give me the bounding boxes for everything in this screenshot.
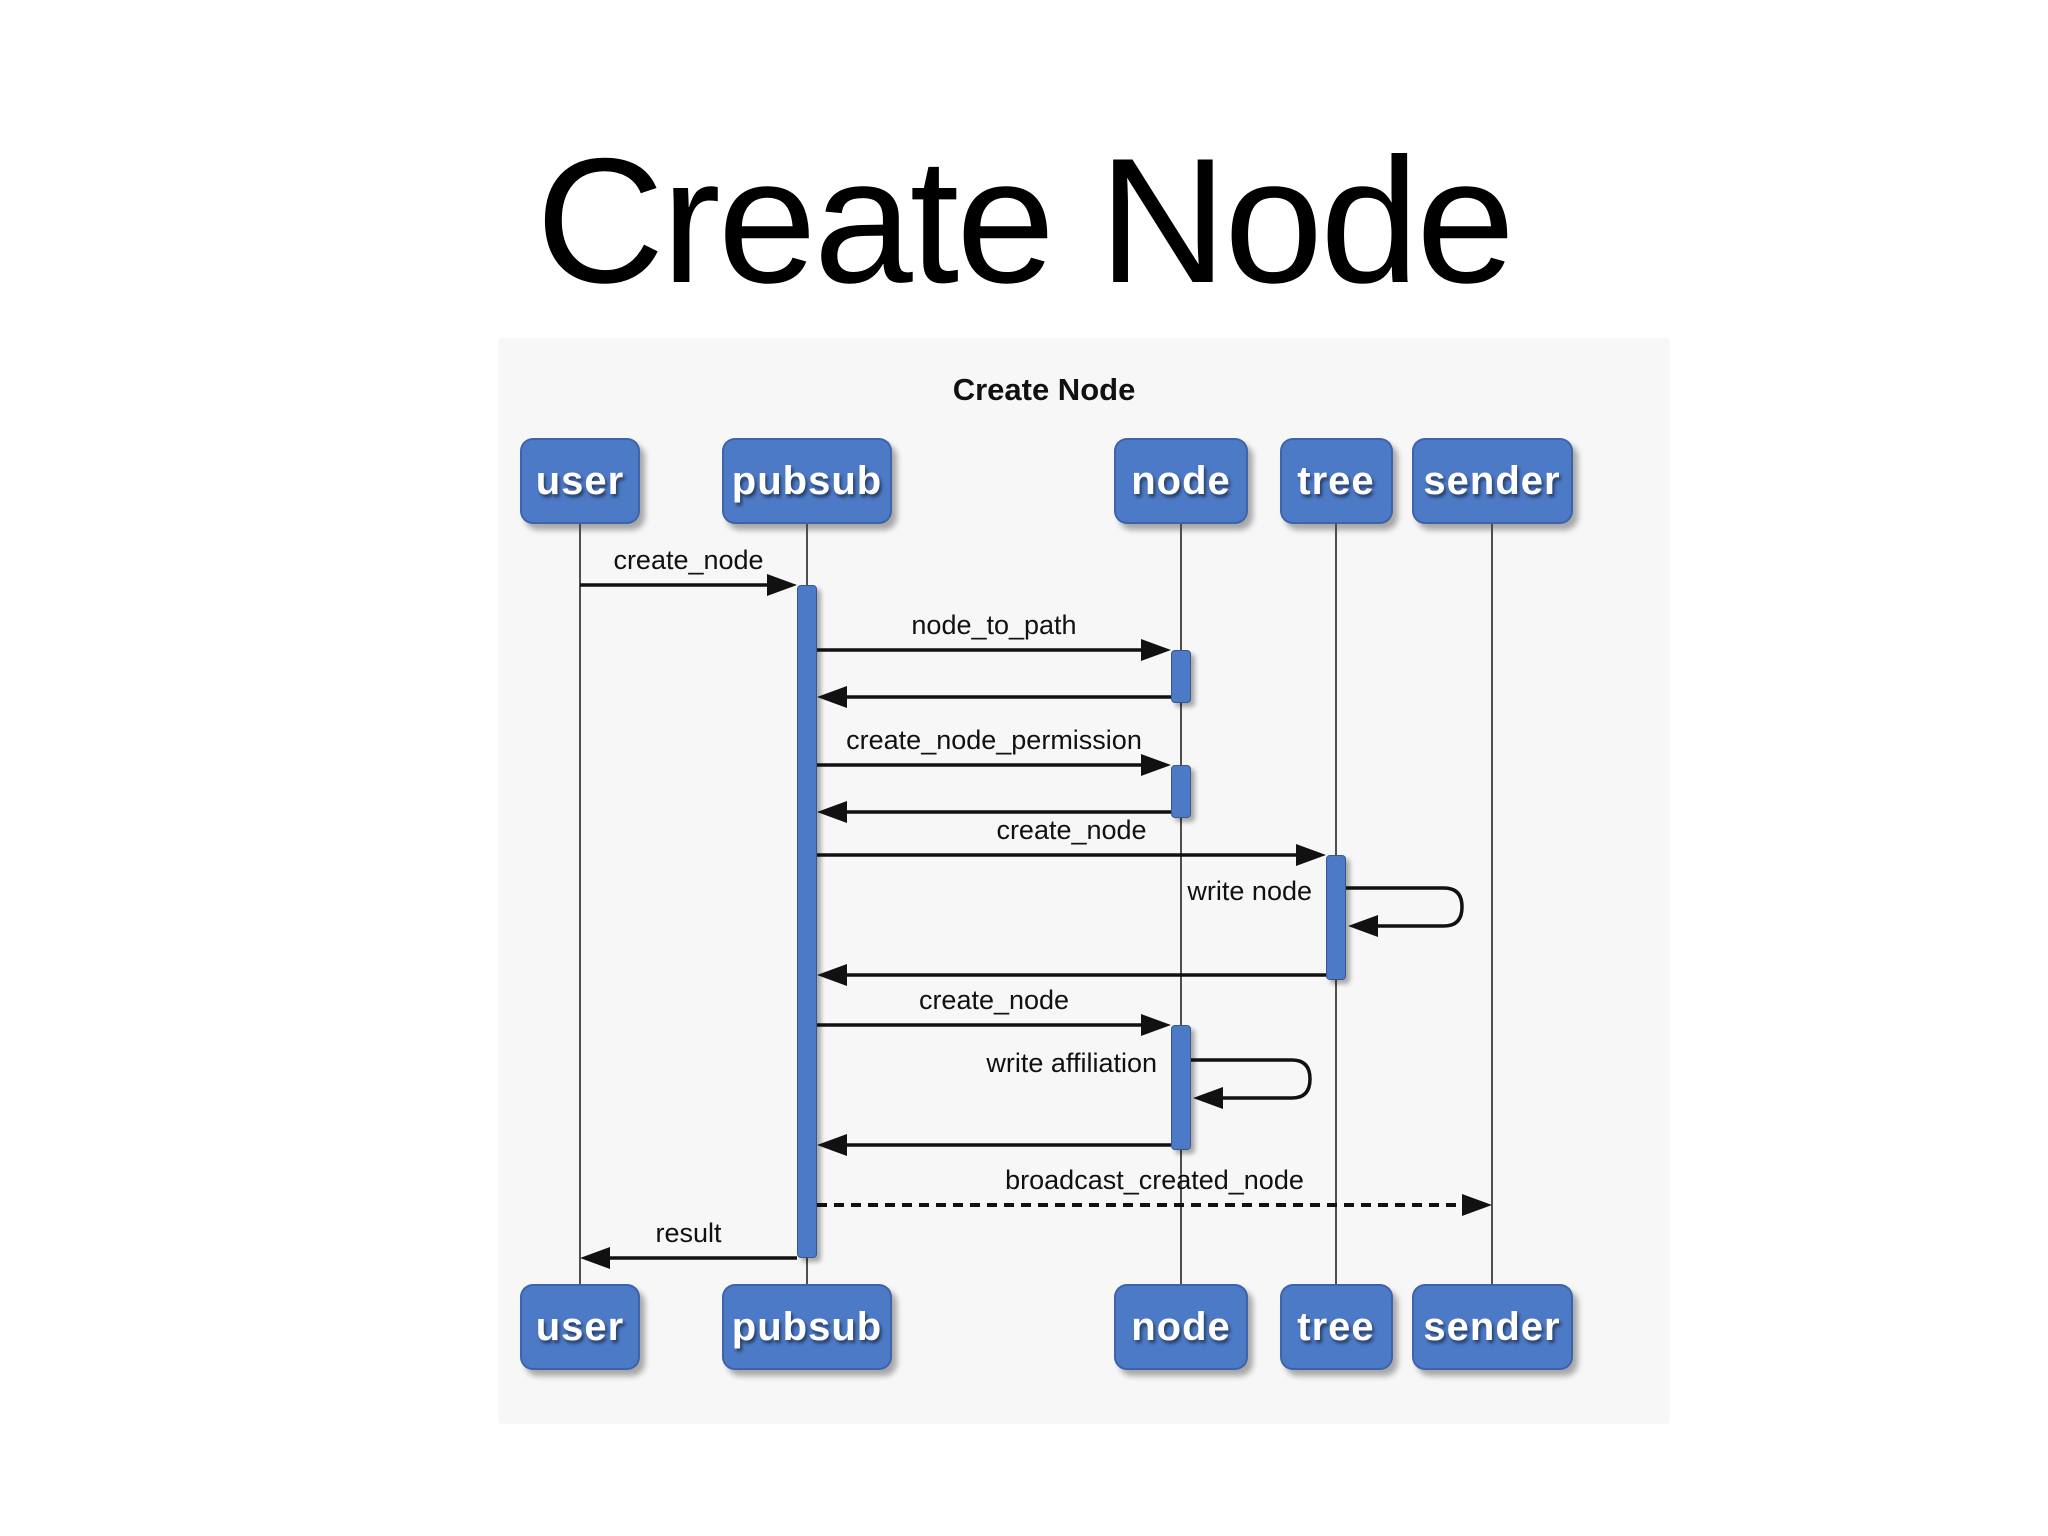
diagram-title: Create Node [952, 372, 1136, 407]
arrowhead-10 [580, 1247, 610, 1269]
self-loop-arrowhead-tree [1348, 915, 1378, 937]
actor-label-tree-bottom: tree [1297, 1304, 1375, 1349]
arrowhead-2 [817, 686, 847, 708]
actor-box-pubsub-top: pubsub [722, 438, 892, 524]
self-loop-tree [1346, 886, 1464, 928]
actor-box-user-top: user [520, 438, 640, 524]
self-loop-label-node: write affiliation [986, 1048, 1157, 1078]
arrowhead-9 [1462, 1194, 1492, 1216]
activation-pubsub-0 [797, 585, 817, 1258]
actor-box-sender-bottom: sender [1411, 1284, 1573, 1370]
actor-box-pubsub-bottom: pubsub [722, 1284, 892, 1370]
actor-label-node-bottom: node [1131, 1304, 1231, 1349]
actor-box-user-bottom: user [520, 1284, 640, 1370]
actor-label-user-bottom: user [535, 1304, 625, 1349]
actor-label-node-top: node [1131, 458, 1231, 503]
arrowhead-1 [1141, 639, 1171, 661]
message-label-5: create_node [996, 815, 1147, 845]
message-label-1: node_to_path [911, 610, 1077, 640]
actor-box-tree-bottom: tree [1279, 1284, 1393, 1370]
self-loop-node [1191, 1058, 1312, 1100]
activation-node-2 [1171, 765, 1191, 818]
arrowhead-6 [817, 964, 847, 986]
arrowhead-7 [1141, 1014, 1171, 1036]
actor-box-tree-top: tree [1279, 438, 1393, 524]
self-loop-label-tree: write node [1187, 876, 1312, 906]
actor-box-node-bottom: node [1114, 1284, 1248, 1370]
message-label-3: create_node_permission [846, 725, 1142, 755]
actor-label-pubsub-bottom: pubsub [731, 1304, 883, 1349]
arrowhead-8 [817, 1134, 847, 1156]
activation-node-1 [1171, 650, 1191, 703]
actor-label-pubsub-top: pubsub [731, 458, 883, 503]
page-title: Create Node [535, 121, 1515, 320]
actor-label-tree-top: tree [1297, 458, 1375, 503]
message-label-9: broadcast_created_node [1005, 1165, 1304, 1195]
actor-label-sender-top: sender [1423, 458, 1561, 503]
message-label-10: result [655, 1218, 722, 1248]
activation-tree-3 [1326, 855, 1346, 980]
arrowhead-0 [767, 574, 797, 596]
activation-node-4 [1171, 1025, 1191, 1150]
actor-box-node-top: node [1114, 438, 1248, 524]
actor-label-sender-bottom: sender [1423, 1304, 1561, 1349]
actor-box-sender-top: sender [1411, 438, 1573, 524]
arrowhead-3 [1141, 754, 1171, 776]
actor-label-user-top: user [535, 458, 625, 503]
self-loop-arrowhead-node [1193, 1087, 1223, 1109]
message-label-7: create_node [918, 985, 1070, 1015]
message-label-0: create_node [613, 545, 764, 575]
arrowhead-5 [1296, 844, 1326, 866]
arrowhead-4 [817, 801, 847, 823]
